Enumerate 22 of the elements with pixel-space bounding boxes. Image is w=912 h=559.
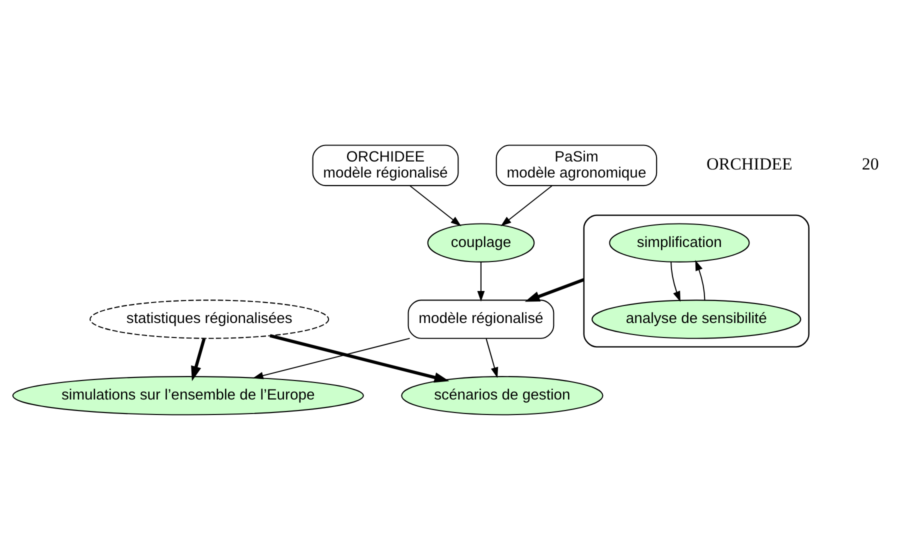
- arrow: [270, 334, 450, 382]
- arrow: [500, 184, 552, 226]
- node-ellipse: simulations sur l’ensemble de l’Europe: [12, 376, 364, 415]
- arrow: [695, 260, 706, 300]
- node-box: PaSim modèle agronomique: [496, 144, 658, 186]
- node-ellipse: simplification: [609, 222, 750, 262]
- arrow: [670, 261, 680, 302]
- arrow: [486, 338, 498, 378]
- node-ellipse: analyse de sensibilité: [592, 299, 802, 338]
- arrow: [524, 278, 584, 302]
- node-ellipse: statistiques régionalisées: [90, 299, 330, 338]
- arrow: [191, 338, 206, 381]
- arrow: [477, 262, 485, 302]
- label: 20: [862, 154, 879, 173]
- node-ellipse: couplage: [427, 222, 535, 262]
- cluster: [583, 214, 810, 347]
- node-ellipse: scénarios de gestion: [401, 376, 604, 415]
- node-box: ORCHIDEE modèle régionalisé: [312, 144, 459, 186]
- label: ORCHIDEE: [706, 154, 792, 173]
- arrow: [410, 184, 462, 226]
- arrow: [252, 337, 410, 379]
- node-box: modèle régionalisé: [408, 299, 554, 338]
